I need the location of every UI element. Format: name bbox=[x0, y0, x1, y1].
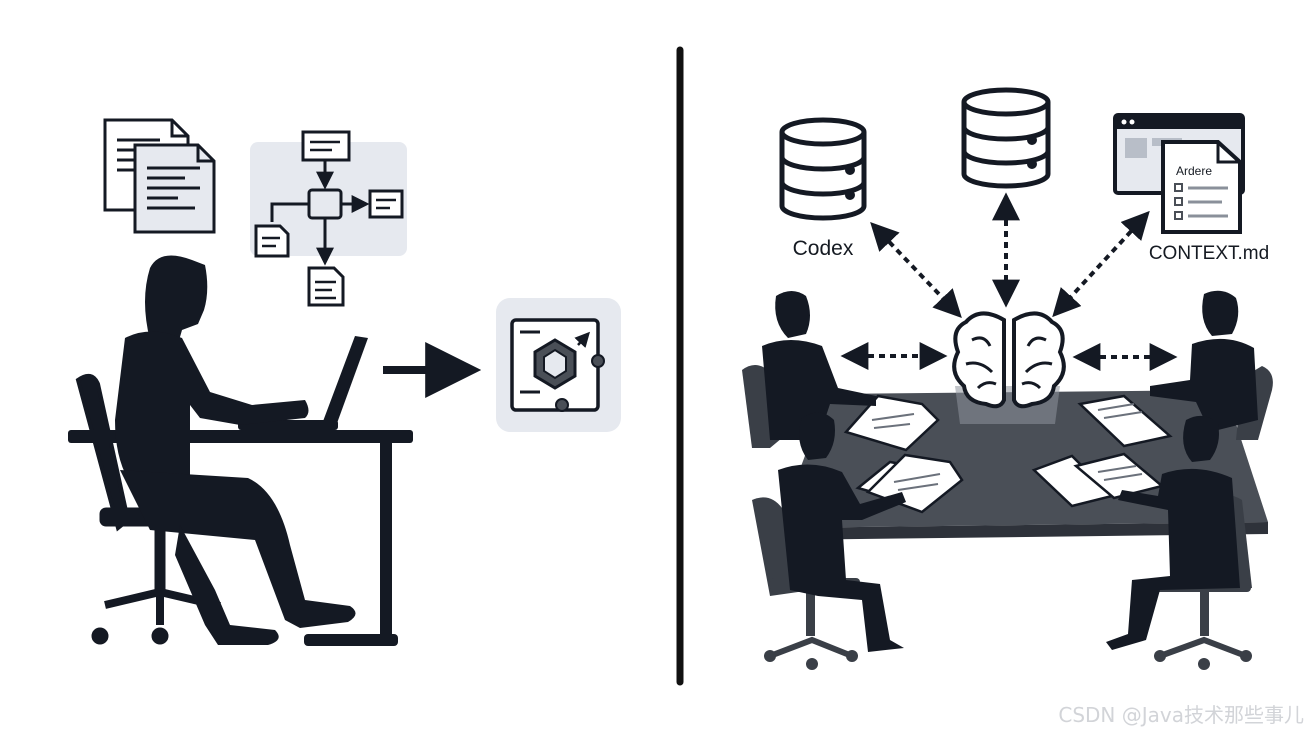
watermark: CSDN @Java技术那些事儿 bbox=[1058, 703, 1304, 727]
flowchart-icon bbox=[250, 130, 407, 307]
left-database-label: Codex bbox=[793, 237, 854, 260]
team-meeting-icon bbox=[762, 290, 1258, 652]
database-icon bbox=[961, 87, 1051, 189]
document-heading: Ardere bbox=[1176, 164, 1212, 178]
right-file-label: CONTEXT.md bbox=[1149, 243, 1269, 264]
brain-icon bbox=[952, 311, 1066, 409]
paper-lines bbox=[871, 403, 1143, 491]
hexagon-module-icon bbox=[496, 298, 621, 432]
database-icon bbox=[779, 117, 867, 221]
stacked-documents-icon bbox=[103, 118, 216, 234]
browser-document-icon: Ardere bbox=[1113, 113, 1245, 234]
person-at-laptop-icon bbox=[115, 255, 356, 645]
bidirectional-arrow-icon bbox=[840, 192, 1178, 371]
